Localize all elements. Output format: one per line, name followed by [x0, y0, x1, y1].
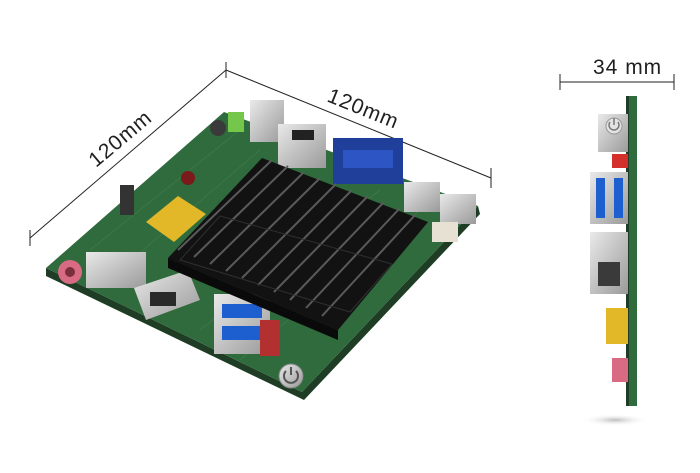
dc-port [440, 194, 476, 224]
white-header [432, 222, 458, 242]
side-audio-jack [612, 358, 628, 382]
red-header [260, 320, 280, 356]
power-button-icon [283, 367, 299, 384]
sim-card-slot [86, 252, 146, 288]
power-button [278, 363, 304, 389]
side-sim-slot [606, 308, 628, 344]
side-view [581, 96, 649, 426]
heatsink [168, 158, 428, 340]
usb-port-rear [404, 182, 440, 212]
dimension-height: 34 mm [559, 56, 675, 90]
pin-header [120, 185, 134, 215]
motherboard [46, 100, 480, 400]
capacitor-red [181, 171, 195, 185]
green-terminal [228, 112, 244, 132]
capacitor [210, 120, 226, 136]
height-label: 34 mm [593, 56, 662, 79]
side-red-component [612, 154, 628, 168]
battery [146, 196, 206, 242]
